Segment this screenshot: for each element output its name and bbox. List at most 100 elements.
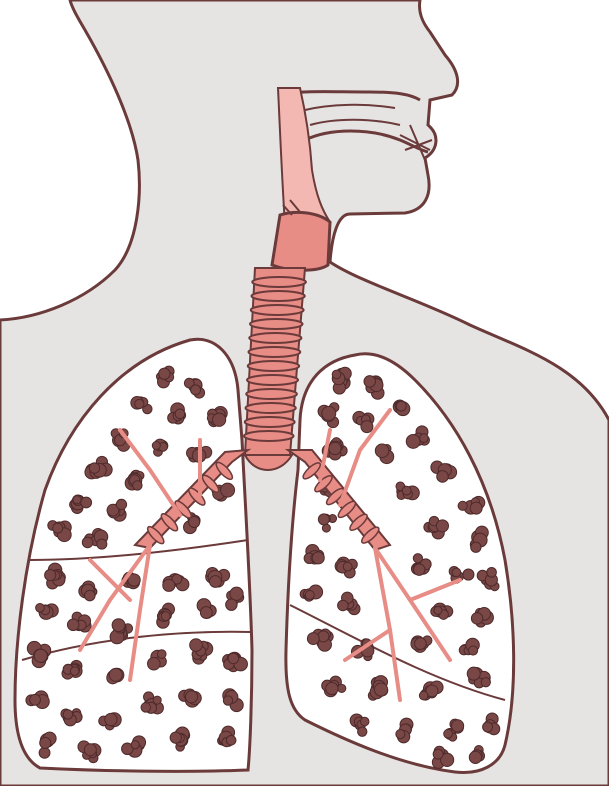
alveolus <box>112 619 125 632</box>
alveolus <box>413 564 424 575</box>
alveolus <box>326 682 338 694</box>
alveolus <box>40 737 51 748</box>
alveolus <box>305 590 314 599</box>
alveolus <box>105 713 117 725</box>
alveolus <box>152 441 160 449</box>
alveolus <box>419 691 428 700</box>
alveolus <box>318 514 329 525</box>
alveolus <box>131 741 139 749</box>
alveolus <box>463 569 474 580</box>
alveolus <box>84 744 96 756</box>
alveolus <box>329 442 341 454</box>
alveolus <box>322 406 336 420</box>
alveolus <box>358 727 367 736</box>
alveolus <box>191 385 201 395</box>
alveolus <box>73 496 81 504</box>
alveolus <box>226 599 237 610</box>
alveolus <box>312 552 324 564</box>
alveolus <box>85 590 96 601</box>
trachea-ring <box>247 375 298 385</box>
alveolus <box>338 684 346 692</box>
alveolus <box>470 502 482 514</box>
alveolus <box>487 568 497 578</box>
alveolus <box>67 619 78 630</box>
alveolus <box>458 501 467 510</box>
alveolus <box>153 696 161 704</box>
alveolus <box>374 683 387 696</box>
trachea-ring <box>251 305 304 315</box>
alveolus <box>175 409 185 419</box>
alveolus <box>185 691 197 703</box>
alveolus <box>148 657 161 670</box>
alveolus <box>343 562 352 571</box>
alveolus <box>332 370 341 379</box>
alveolus <box>420 434 429 443</box>
trachea-ring <box>246 403 296 413</box>
alveolus <box>116 499 126 509</box>
alveolus <box>89 463 99 473</box>
alveolus <box>141 703 150 712</box>
alveolus <box>133 481 142 490</box>
alveolus <box>223 696 232 705</box>
trachea-ring <box>249 347 301 357</box>
alveolus <box>221 483 235 497</box>
alveolus <box>396 729 405 738</box>
trachea-ring <box>248 361 299 371</box>
alveolus <box>469 751 481 763</box>
trachea-ring <box>250 319 303 329</box>
trachea-ring <box>246 389 297 399</box>
alveolus <box>396 401 406 411</box>
alveolus <box>307 633 319 645</box>
alveolus <box>135 399 144 408</box>
alveolus <box>82 537 93 548</box>
alveolus <box>159 368 170 379</box>
alveolus <box>226 735 236 745</box>
alveolus <box>190 639 203 652</box>
alveolus <box>483 722 493 732</box>
alveolus <box>163 579 175 591</box>
alveolus <box>34 649 47 662</box>
alveolus <box>406 435 420 449</box>
alveolus <box>361 421 373 433</box>
alveolus <box>452 568 461 577</box>
alveolus <box>63 710 72 719</box>
alveolus <box>200 607 212 619</box>
alveolus <box>210 576 222 588</box>
alveolus <box>109 668 122 681</box>
alveolus <box>81 497 92 508</box>
alveolus <box>415 638 427 650</box>
larynx <box>272 212 330 270</box>
alveolus <box>471 613 482 624</box>
alveolus <box>53 523 63 533</box>
alveolus <box>364 376 376 388</box>
trachea-ring <box>245 417 295 427</box>
alveolus <box>375 444 389 458</box>
alveolus <box>338 600 349 611</box>
alveolus <box>444 729 453 738</box>
alveolus <box>433 749 443 759</box>
alveolus <box>468 646 477 655</box>
alveolus <box>170 732 181 743</box>
alveolus <box>157 650 166 659</box>
alveolus <box>70 667 79 676</box>
trachea-ring <box>249 333 301 343</box>
alveolus <box>467 667 480 680</box>
alveolus <box>360 717 369 726</box>
alveolus <box>228 653 239 664</box>
alveolus <box>161 612 170 621</box>
alveolus <box>481 678 490 687</box>
trachea-ring <box>244 431 294 441</box>
alveolus <box>36 603 45 612</box>
trachea-ring <box>252 277 306 287</box>
alveolus <box>45 570 56 581</box>
alveolus <box>230 587 243 600</box>
alveolus <box>212 413 225 426</box>
trachea-ring <box>252 291 305 301</box>
alveolus <box>402 486 411 495</box>
alveolus <box>97 539 107 549</box>
alveolus <box>436 520 448 532</box>
alveolus <box>471 542 481 552</box>
alveolus <box>39 747 50 758</box>
alveolus <box>30 694 41 705</box>
